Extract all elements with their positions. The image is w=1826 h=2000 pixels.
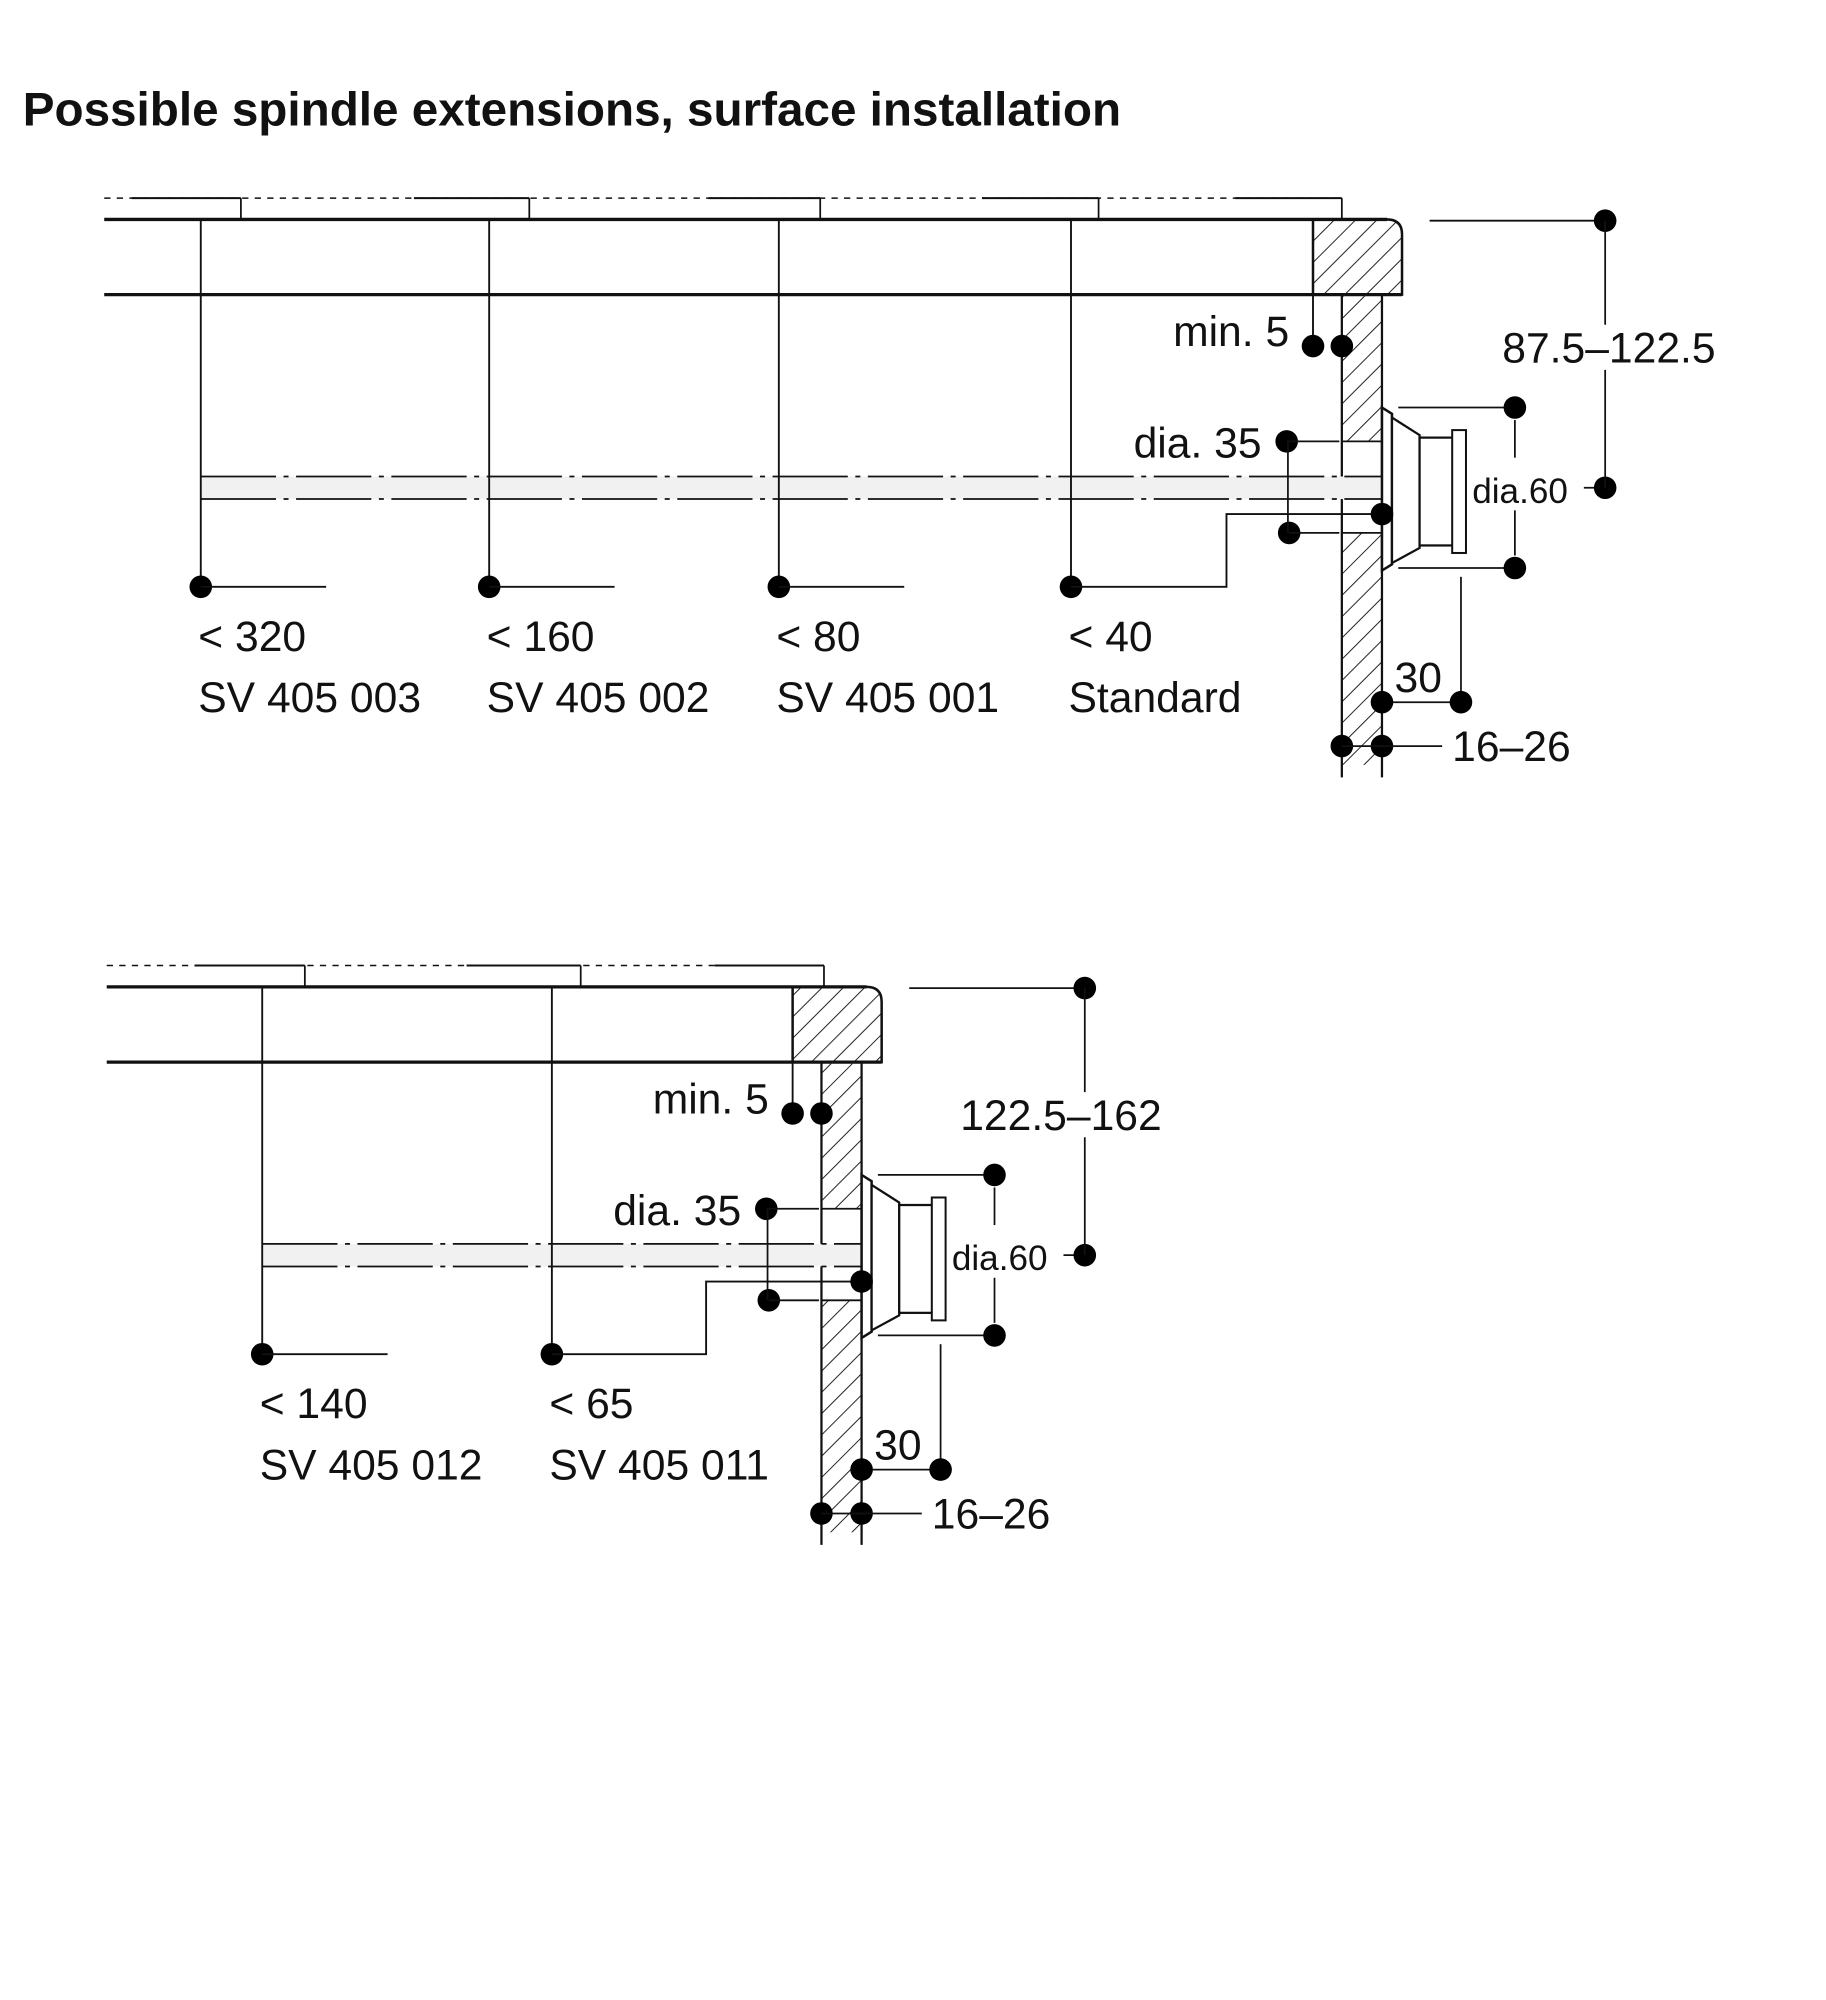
countertop-edge-hatched — [1311, 218, 1404, 296]
height-dimension-label: 122.5–162 — [960, 1092, 1161, 1140]
dimension-dot — [781, 1102, 804, 1125]
leader-line — [551, 1280, 862, 1356]
panel-hatched — [821, 1062, 862, 1209]
extension-model: SV 405 011 — [549, 1442, 769, 1490]
leader-line — [1070, 513, 1382, 588]
dimension-dot — [850, 1458, 873, 1481]
extension-max-length: < 65 — [549, 1380, 633, 1428]
knob-ring — [1451, 429, 1467, 554]
knob-depth-label: 30 — [1395, 654, 1442, 702]
dimension-dot — [983, 1324, 1006, 1347]
extension-model: SV 405 001 — [776, 674, 999, 722]
dimension-dot — [810, 1102, 833, 1125]
knob-body — [1418, 436, 1459, 547]
diagram-lower: < 140 SV 405 012 < 65 SV 405 011 min. 5 dia. … — [106, 964, 1162, 1545]
height-dimension-label: 87.5–122.5 — [1502, 324, 1715, 372]
dimension-dot — [1503, 556, 1527, 580]
spindle-end-dot — [850, 1270, 873, 1293]
page-title: Possible spindle extensions, surface ins… — [23, 83, 1121, 136]
extension-model: Standard — [1068, 674, 1241, 722]
panel-hatched — [1341, 532, 1382, 765]
knob-cone — [1390, 415, 1421, 565]
dimension-dot — [929, 1458, 952, 1481]
dimension-dot — [1301, 334, 1325, 358]
knob-flange — [860, 1172, 873, 1341]
extension-max-length: < 40 — [1068, 613, 1152, 661]
extension-max-length: < 320 — [198, 613, 306, 661]
knob-ring — [930, 1196, 947, 1322]
knob-body — [898, 1203, 938, 1314]
panel-thickness-label: 16–26 — [932, 1491, 1051, 1539]
extension-max-length: < 160 — [487, 613, 595, 661]
dimension-dot — [1449, 690, 1473, 714]
min-gap-label: min. 5 — [653, 1075, 769, 1123]
dimension-dot — [1503, 396, 1527, 419]
panel-hatched — [821, 1300, 862, 1533]
countertop-edge-hatched — [791, 985, 883, 1064]
dimension-dot — [1370, 690, 1394, 714]
knob-diameter-label: dia.60 — [1472, 472, 1568, 511]
panel-hatched — [1341, 294, 1382, 442]
spindle — [200, 476, 1382, 500]
dimension-dot — [1330, 334, 1354, 358]
knob-flange — [1380, 405, 1394, 573]
knob-diameter-label: dia.60 — [952, 1239, 1048, 1278]
diagram-upper: < 320 SV 405 003 < 160 SV 405 002 < 80 SV 405… — [104, 197, 1716, 778]
spindle — [262, 1243, 862, 1267]
hole-diameter-label: dia. 35 — [1134, 420, 1262, 468]
extension-model: SV 405 003 — [198, 674, 421, 722]
panel-thickness-label: 16–26 — [1452, 723, 1571, 771]
extension-model: SV 405 002 — [487, 674, 710, 722]
knob-depth-label: 30 — [874, 1422, 921, 1470]
min-gap-label: min. 5 — [1173, 308, 1289, 356]
knob-cone — [870, 1182, 901, 1333]
extension-model: SV 405 012 — [260, 1442, 483, 1490]
hole-diameter-label: dia. 35 — [613, 1187, 741, 1235]
dimension-dot — [983, 1163, 1006, 1187]
spindle-end-dot — [1370, 502, 1394, 526]
extension-max-length: < 80 — [776, 613, 860, 661]
extension-max-length: < 140 — [260, 1380, 368, 1428]
